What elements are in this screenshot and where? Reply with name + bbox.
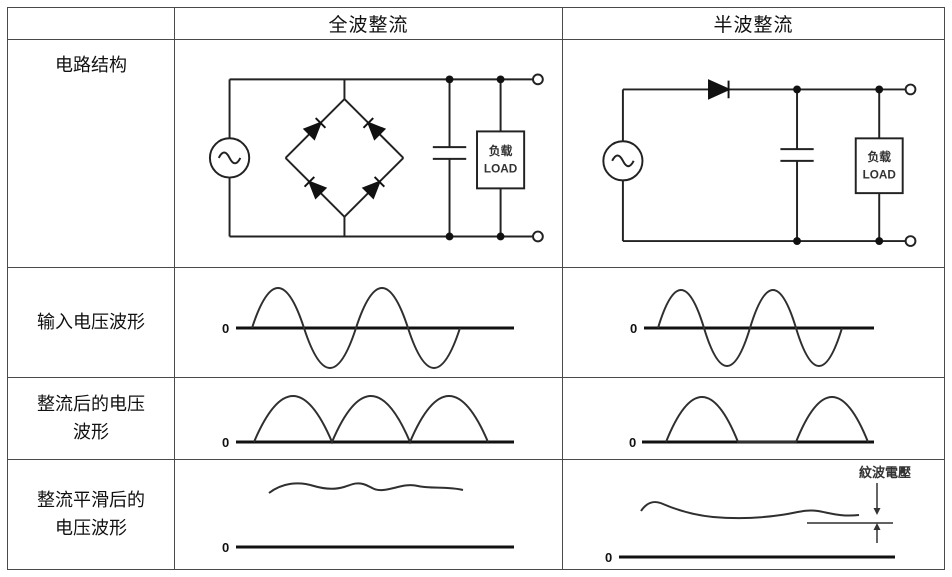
zero-label: 0	[629, 435, 636, 450]
ac-source-symbol	[601, 139, 643, 181]
ripple-voltage-label: 紋波電壓	[858, 465, 910, 480]
load-label-cn: 负载	[867, 149, 891, 163]
junction-dot	[496, 232, 505, 240]
header-full-wave-label: 全波整流	[328, 15, 409, 36]
zero-label: 0	[222, 540, 229, 555]
header-full-wave: 全波整流	[175, 8, 563, 40]
half-wave-smoothed-waveform: 0 紋波電壓	[605, 465, 911, 565]
zero-label: 0	[222, 321, 229, 336]
cell-half-wave-smoothed: 0 紋波電壓	[563, 460, 945, 570]
header-half-wave: 半波整流	[563, 8, 945, 40]
bridge-diode-upper-right	[362, 116, 386, 141]
row-label-smoothed-line2: 电压波形	[55, 517, 127, 538]
load-label-en: LOAD	[483, 162, 516, 175]
junction-dot	[496, 74, 505, 83]
junction-dot	[792, 85, 801, 93]
zero-label: 0	[630, 321, 637, 336]
zero-label: 0	[222, 435, 229, 450]
row-label-rectified-line1: 整流后的电压	[37, 393, 145, 414]
header-empty-cell	[8, 8, 175, 40]
output-terminal-bottom	[904, 234, 916, 247]
row-label-input: 输入电压波形	[8, 268, 175, 378]
bridge-diode-lower-left	[303, 175, 327, 200]
cell-full-wave-input: 0	[175, 268, 563, 378]
load-label-cn: 负载	[488, 143, 512, 157]
junction-dot	[445, 232, 453, 240]
junction-dot	[792, 236, 801, 245]
full-wave-smoothed-waveform: 0	[222, 481, 514, 555]
half-wave-input-waveform: 0	[630, 288, 874, 367]
cell-half-wave-input: 0	[563, 268, 945, 378]
capacitor-symbol	[432, 78, 466, 236]
header-half-wave-label: 半波整流	[713, 15, 794, 36]
load-box: 负载 LOAD	[475, 129, 525, 189]
row-label-input-text: 输入电压波形	[37, 311, 145, 332]
row-label-circuit: 电路结构	[8, 40, 175, 268]
rectifier-comparison-table: 全波整流 半波整流 电路结构	[7, 7, 945, 570]
bridge-diode-lower-right	[361, 175, 385, 200]
capacitor-symbol	[779, 88, 814, 241]
row-label-smoothed-line1: 整流平滑后的	[37, 489, 145, 510]
full-wave-rectified-waveform: 0	[222, 394, 514, 450]
row-label-smoothed: 整流平滑后的 电压波形	[8, 460, 175, 570]
cell-full-wave-rectified: 0	[175, 378, 563, 460]
row-label-rectified-line2: 波形	[73, 421, 109, 442]
zero-label: 0	[605, 550, 612, 565]
junction-dot	[874, 236, 883, 245]
output-terminal-bottom	[531, 230, 544, 242]
cell-half-wave-rectified: 0	[563, 378, 945, 460]
ripple-dimension-arrows	[873, 482, 880, 543]
cell-full-wave-smoothed: 0	[175, 460, 563, 570]
cell-half-wave-circuit: 负载 LOAD	[563, 40, 945, 268]
junction-dot	[445, 74, 453, 83]
full-wave-circuit-diagram: 负载 LOAD	[208, 72, 544, 242]
output-terminal-top	[904, 83, 916, 95]
junction-dot	[874, 85, 883, 93]
row-label-rectified: 整流后的电压 波形	[8, 378, 175, 460]
half-wave-rectified-waveform: 0	[629, 395, 874, 450]
series-diode	[707, 78, 731, 100]
cell-full-wave-circuit: 负载 LOAD	[175, 40, 563, 268]
full-wave-input-waveform: 0	[222, 286, 514, 369]
load-box: 负载 LOAD	[854, 136, 904, 194]
row-label-circuit-text: 电路结构	[55, 55, 127, 75]
ac-source-symbol	[208, 136, 250, 179]
output-terminal-top	[531, 72, 544, 85]
bridge-diode-upper-left	[302, 116, 326, 141]
load-label-en: LOAD	[862, 168, 895, 181]
half-wave-circuit-diagram: 负载 LOAD	[601, 78, 916, 247]
